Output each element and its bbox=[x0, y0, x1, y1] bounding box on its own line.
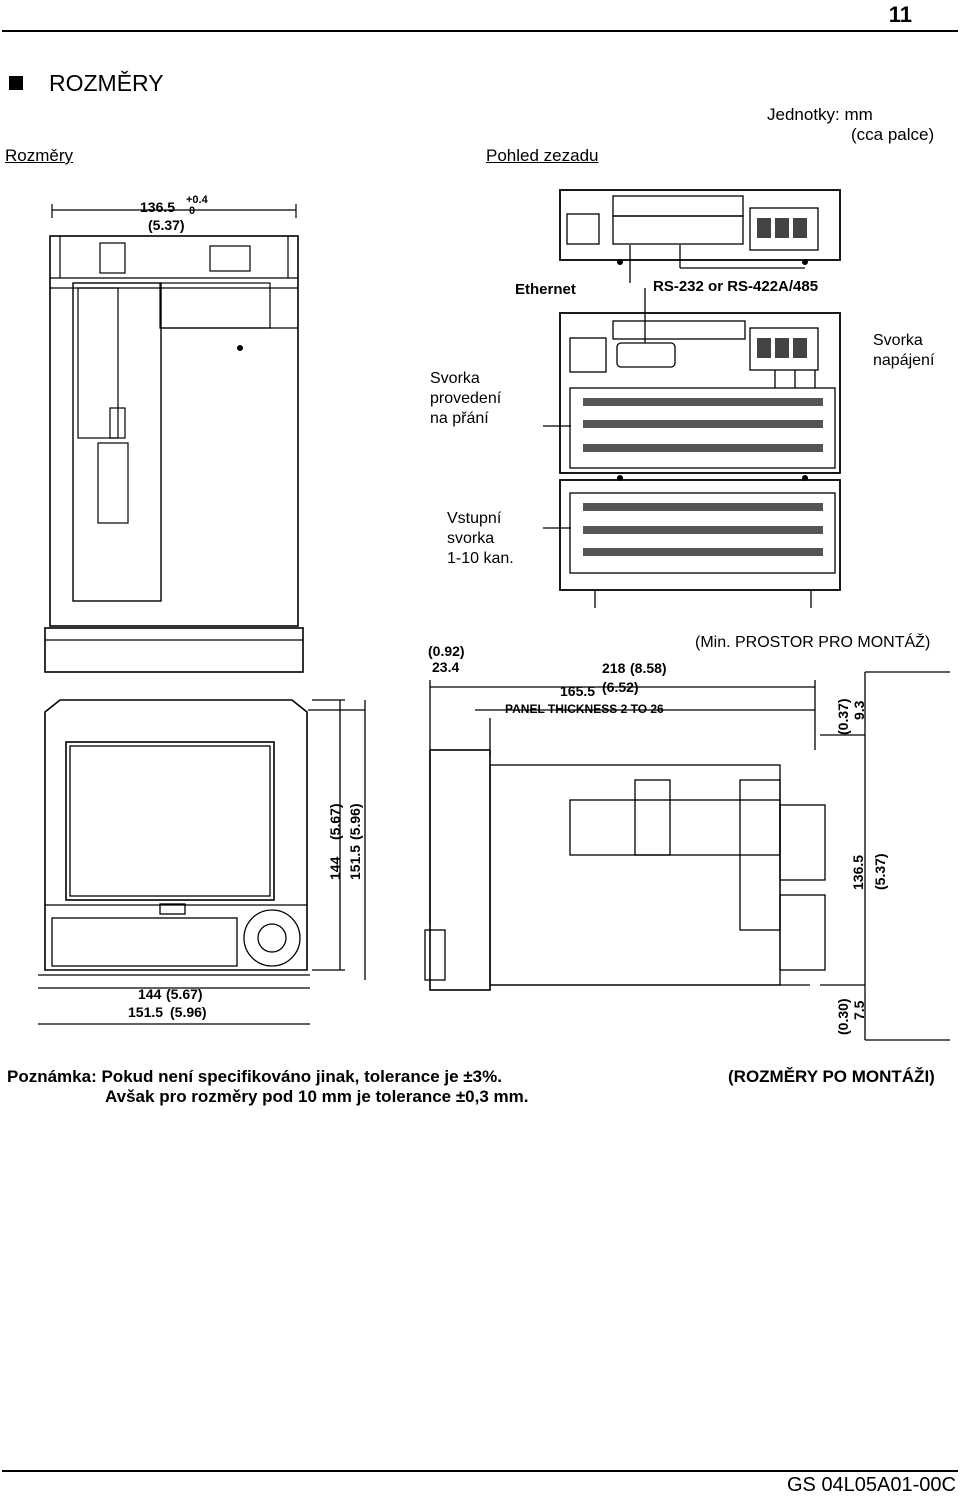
footer-doc-id: GS 04L05A01-00C bbox=[786, 1474, 956, 1496]
label-line: napájení bbox=[873, 352, 935, 369]
panel-thickness: PANEL THICKNESS 2 TO 26 bbox=[505, 702, 664, 716]
units-line2: (cca palce) bbox=[851, 125, 935, 144]
dim-6-52: (6.52) bbox=[602, 679, 639, 695]
rs232-label: RS-232 or RS-422A/485 bbox=[653, 278, 818, 295]
label-line: na přání bbox=[430, 410, 489, 427]
page-number: 11 bbox=[888, 2, 912, 27]
dim-5-37-side: (5.37) bbox=[872, 853, 888, 890]
dim-5-96-h: (5.96) bbox=[170, 1004, 207, 1020]
dim-8-58: (8.58) bbox=[630, 660, 667, 676]
dim-5-96-v: (5.96) bbox=[347, 803, 363, 840]
section-title: ROZMĚRY bbox=[49, 70, 164, 96]
dim-151-5-h: 151.5 bbox=[128, 1004, 163, 1020]
footer-rule bbox=[2, 1470, 958, 1472]
dim-5-67-v: (5.67) bbox=[327, 803, 343, 840]
dim-151-5-v: 151.5 bbox=[347, 845, 363, 880]
label-pohled-zezadu: Pohled zezadu bbox=[486, 146, 599, 165]
units-line1: Jednotky: mm bbox=[767, 105, 873, 124]
dim-0-30: (0.30) bbox=[835, 998, 851, 1035]
label-line: svorka bbox=[447, 530, 495, 547]
dim-5-37-top: (5.37) bbox=[148, 217, 185, 233]
label-line: Vstupní bbox=[447, 510, 502, 527]
label-min-prostor: (Min. PROSTOR PRO MONTÁŽ) bbox=[695, 634, 931, 651]
header-rule bbox=[2, 30, 958, 32]
label-line: provedení bbox=[430, 390, 502, 407]
side-view-drawing: 136.5 +0.4 0 (5.37) bbox=[44, 194, 304, 673]
dim-218: 218 bbox=[602, 660, 626, 676]
label-line: 1-10 kan. bbox=[447, 550, 514, 567]
label-line: Svorka bbox=[873, 332, 923, 349]
dim-tolerance-plus: +0.4 bbox=[186, 194, 209, 206]
note-line2: Avšak pro rozměry pod 10 mm je tolerance… bbox=[105, 1087, 529, 1106]
dim-0-37: (0.37) bbox=[835, 698, 851, 735]
note-line1: Poznámka: Pokud není specifikováno jinak… bbox=[7, 1067, 502, 1086]
dim-136-5-side: 136.5 bbox=[850, 855, 866, 890]
dim-tolerance-zero: 0 bbox=[189, 205, 195, 217]
dim-23-4: 23.4 bbox=[432, 659, 459, 675]
label-svorka-provedeni: Svorka provedení na přání bbox=[430, 369, 501, 429]
dim-5-67-h: (5.67) bbox=[166, 986, 203, 1002]
dim-9-3: 9.3 bbox=[851, 700, 867, 720]
dim-165-5: 165.5 bbox=[560, 683, 595, 699]
mounted-view-drawing: (0.92) 23.4 218 (8.58) 165.5 (6.52) PANE… bbox=[424, 643, 950, 1041]
dim-144-h: 144 bbox=[138, 986, 162, 1002]
label-rozmery: Rozměry bbox=[5, 146, 74, 165]
square-bullet-icon bbox=[9, 76, 23, 90]
label-svorka-napajeni: Svorka napájení bbox=[873, 331, 934, 371]
label-line: Svorka bbox=[430, 370, 480, 387]
dim-0-92: (0.92) bbox=[428, 643, 465, 659]
label-po-montazi: (ROZMĚRY PO MONTÁŽI) bbox=[728, 1067, 935, 1086]
ethernet-label: Ethernet bbox=[515, 281, 576, 298]
rear-view-drawing: Ethernet RS-232 or RS-422A/485 bbox=[515, 189, 841, 608]
dim-144-v: 144 bbox=[327, 856, 343, 880]
label-vstupni-svorka: Vstupní svorka 1-10 kan. bbox=[447, 509, 514, 569]
front-view-drawing: 144 (5.67) 151.5 (5.96) 144 (5.67) 151.5… bbox=[38, 699, 366, 1025]
dim-136-5-top: 136.5 bbox=[140, 199, 175, 215]
dim-7-5: 7.5 bbox=[851, 1000, 867, 1020]
